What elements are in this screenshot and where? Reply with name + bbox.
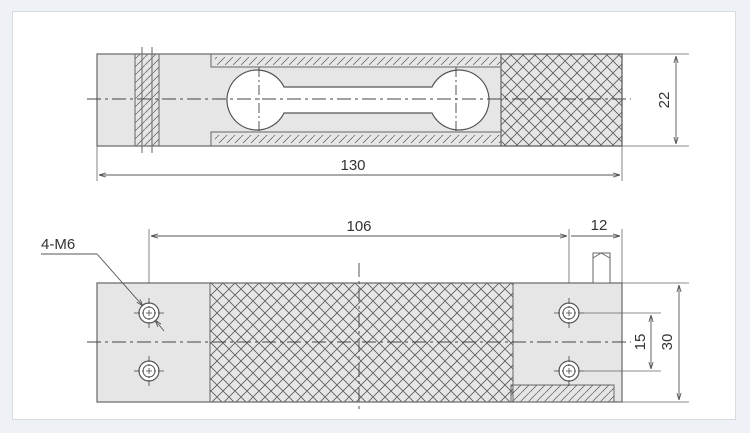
- side-view-hatched-section: [209, 282, 514, 403]
- side-view: 4-M6 106 12 15 30: [41, 217, 689, 411]
- cable-stub: [592, 252, 611, 284]
- hole-pitch-dim-label: 15: [632, 334, 649, 351]
- hole-callout-label: 4-M6: [41, 236, 75, 253]
- dumbbell-slot: [226, 69, 490, 131]
- side-view-bottom-step: [510, 384, 615, 403]
- mounting-hole-4: [554, 356, 584, 386]
- top-view-hatched-end: [500, 53, 623, 147]
- width-dim-label: 22: [656, 92, 673, 109]
- mounting-hole-3: [554, 298, 584, 328]
- top-view: 22 130: [87, 47, 689, 181]
- length-dim-label: 130: [340, 157, 365, 174]
- mounting-hole-1: [134, 298, 164, 328]
- end-dim-label: 12: [591, 217, 608, 234]
- height-dim-label: 30: [659, 334, 676, 351]
- mounting-hole-2: [134, 356, 164, 386]
- drawing-frame: 22 130: [12, 11, 736, 420]
- hole-spacing-dim-label: 106: [346, 218, 371, 235]
- left-mount-strip: [134, 53, 160, 147]
